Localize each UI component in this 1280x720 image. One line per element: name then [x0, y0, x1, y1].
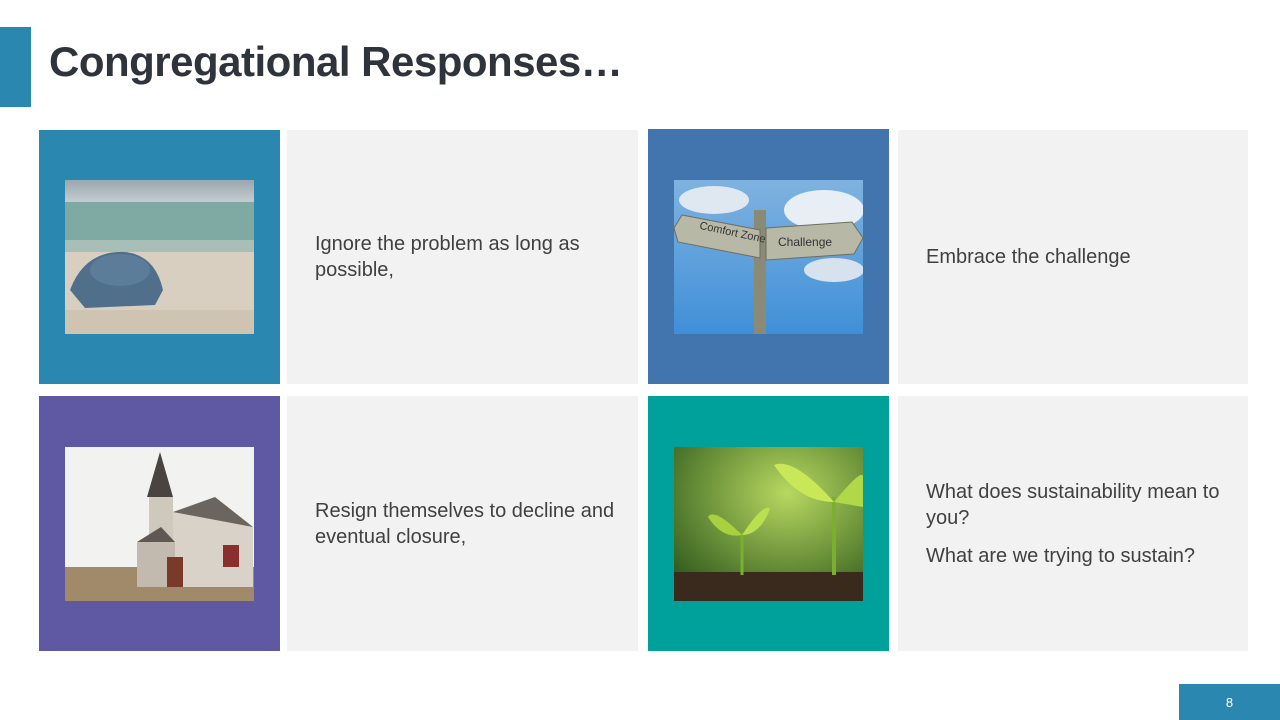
image-tile-sustain	[648, 396, 889, 651]
text-cell-ignore: Ignore the problem as long as possible,	[287, 130, 638, 384]
text-cell-sustain: What does sustainability mean to you? Wh…	[898, 396, 1248, 651]
signpost-photo: Comfort Zone Challenge	[674, 180, 863, 334]
slide-title: Congregational Responses…	[49, 38, 623, 85]
sign-challenge-text: Challenge	[778, 235, 832, 249]
image-tile-resign	[39, 396, 280, 651]
text-cell-resign: Resign themselves to decline and eventua…	[287, 396, 638, 651]
seedlings-photo	[674, 447, 863, 601]
page-number: 8	[1179, 684, 1280, 720]
response-text: Embrace the challenge	[926, 246, 1131, 268]
response-text: Ignore the problem as long as possible,	[315, 233, 580, 281]
head-in-sand-photo	[65, 180, 254, 334]
image-tile-ignore	[39, 130, 280, 384]
text-cell-embrace: Embrace the challenge	[898, 130, 1248, 384]
abandoned-church-photo	[65, 447, 254, 601]
title-accent-bar	[0, 27, 31, 107]
question-text: What are we trying to sustain?	[926, 544, 1196, 567]
response-text: Resign themselves to decline and eventua…	[315, 499, 615, 548]
image-tile-embrace: Comfort Zone Challenge	[648, 129, 889, 384]
question-text: What does sustainability mean to you?	[926, 480, 1220, 529]
